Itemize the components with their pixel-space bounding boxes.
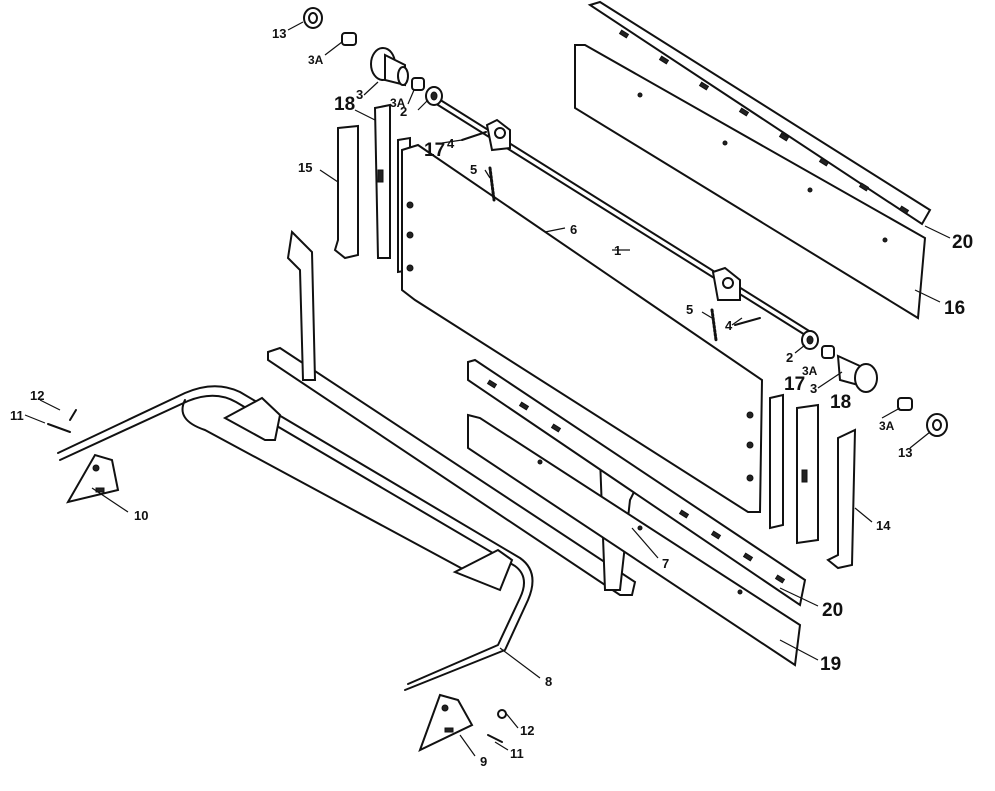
part-11-12-pins-left [47,409,77,433]
callout-3A-3: 3A [802,364,818,378]
callout-18-lower: 18 [830,392,851,413]
part-19-lower-plate [467,413,802,667]
callout-12-right: 12 [520,723,534,738]
callout-2-lower: 2 [786,350,793,365]
part-3A-bushing-lower [821,345,913,411]
part-5-spring-lower [710,308,718,342]
callout-17-lower: 17 [784,374,805,395]
callout-1: 1 [614,243,621,258]
part-20-upper-strip [587,0,932,226]
callout-9: 9 [480,754,487,769]
callout-6: 6 [570,222,577,237]
callout-2-upper: 2 [400,104,407,119]
part-8-tube-frame [57,385,534,691]
callout-5-lower: 5 [686,302,693,317]
part-4-pin-upper [461,131,487,141]
callout-19: 19 [820,654,841,675]
callout-4-lower: 4 [725,318,733,333]
callout-3A-2: 3A [390,96,406,110]
part-18-stake-right [796,403,819,545]
part-17-strip-right [769,393,784,530]
callout-15: 15 [298,160,312,175]
callout-20-lower: 20 [822,600,843,621]
callout-3A-1: 3A [308,53,324,67]
part-3-bearing-lower [836,354,878,393]
part-13-washer-lower [926,413,948,437]
callout-3A-4: 3A [879,419,895,433]
part-9-bracket [418,693,474,752]
callout-3-upper: 3 [356,87,363,102]
callout-4-upper: 4 [447,136,455,151]
part-2-washer-lower [801,330,819,350]
callout-17-upper: 17 [424,140,445,161]
callout-10: 10 [134,508,148,523]
hinge-bracket-lower [711,266,741,301]
part-13-washer-upper [303,7,323,29]
callout-3-lower: 3 [810,381,817,396]
part-6-panel [401,143,764,513]
part-5-spring-upper [488,166,496,202]
hinge-bracket-upper [485,118,511,152]
part-20-lower-strip [467,358,807,607]
callout-18-upper: 18 [334,94,355,115]
callout-11-right: 11 [510,746,524,761]
callout-11-left: 11 [10,408,24,423]
part-3A-bushing-upper [341,32,425,91]
callout-16: 16 [944,298,965,319]
part-11-12-pins-right [487,709,507,743]
callout-labels: 1 2 2 3 3 3A 3A 3A 3A 4 4 5 5 6 7 8 9 10… [10,26,973,769]
part-10-bracket [65,453,120,504]
part-18-stake-left [373,103,391,259]
part-4-pin-lower [734,317,761,326]
callout-8: 8 [545,674,552,689]
part-3-bearing-upper [370,47,409,87]
part-14-post [826,428,857,570]
callout-14: 14 [876,518,891,533]
part-2-washer-upper [425,86,443,106]
callout-7: 7 [662,556,669,571]
part-16-upper-plate [574,44,927,320]
callout-5-upper: 5 [470,162,477,177]
callout-12-left: 12 [30,388,44,403]
callout-13-upper: 13 [272,26,286,41]
part-15-post [333,124,359,260]
callout-20-upper: 20 [952,232,973,253]
leader-lines [24,21,951,757]
callout-13-lower: 13 [898,445,912,460]
